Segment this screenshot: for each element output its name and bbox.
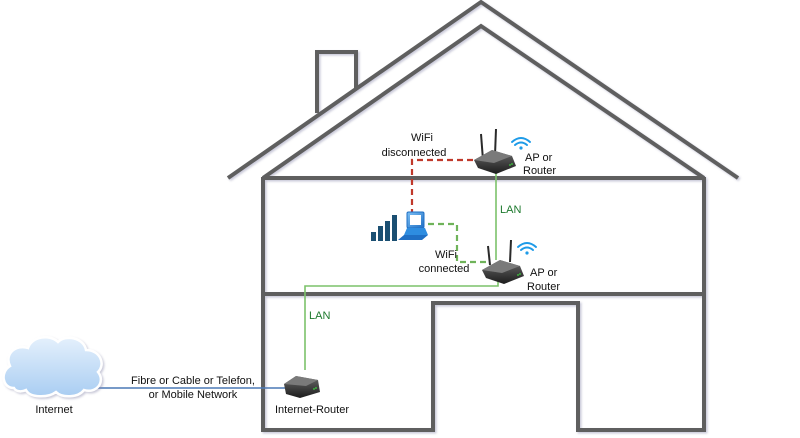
wifi-disconnected-label-line1: WiFi	[411, 132, 433, 144]
internet-router-label: Internet-Router	[275, 404, 349, 416]
wifi-connected-label-line2: connected	[419, 263, 470, 275]
wifi-connected-link	[428, 222, 486, 264]
internet-router[interactable]: Internet-Router	[275, 376, 349, 416]
wireless-router-icon	[482, 239, 524, 284]
ap-lower-label-line2: Router	[527, 281, 560, 293]
router-icon	[284, 376, 320, 398]
laptop-icon	[398, 211, 428, 240]
wifi-signal-icon	[511, 137, 531, 150]
signal-bars-icon	[371, 215, 397, 241]
ap-lower[interactable]: AP or Router	[482, 239, 560, 293]
wan-label-line1: Fibre or Cable or Telefon,	[131, 375, 255, 387]
chimney	[315, 50, 358, 113]
wifi-connected-label-line1: WiFi	[435, 249, 457, 261]
wifi-signal-icon	[517, 242, 537, 255]
lan-label-ground: LAN	[309, 310, 330, 322]
wireless-router-icon	[474, 128, 516, 174]
roof-outer	[226, 0, 740, 180]
internet-label: Internet	[35, 404, 72, 416]
ap-upper-label-line1: AP or	[525, 152, 553, 164]
ap-lower-label-line1: AP or	[530, 267, 558, 279]
cloud-icon	[2, 335, 103, 398]
ground-floor-with-door	[263, 301, 704, 432]
lan-label-upper: LAN	[500, 204, 521, 216]
roof-inner	[261, 23, 706, 180]
lan-cable-ground	[304, 272, 499, 370]
wifi-disconnected-link	[410, 158, 478, 215]
internet-cloud[interactable]: Internet	[2, 335, 103, 416]
wifi-disconnected-label-line2: disconnected	[382, 147, 447, 159]
wan-label-line2: or Mobile Network	[149, 389, 238, 401]
ap-upper[interactable]: AP or Router	[474, 128, 556, 177]
ap-upper-label-line2: Router	[523, 165, 556, 177]
house	[226, 0, 740, 432]
wifi-client[interactable]	[371, 211, 428, 241]
